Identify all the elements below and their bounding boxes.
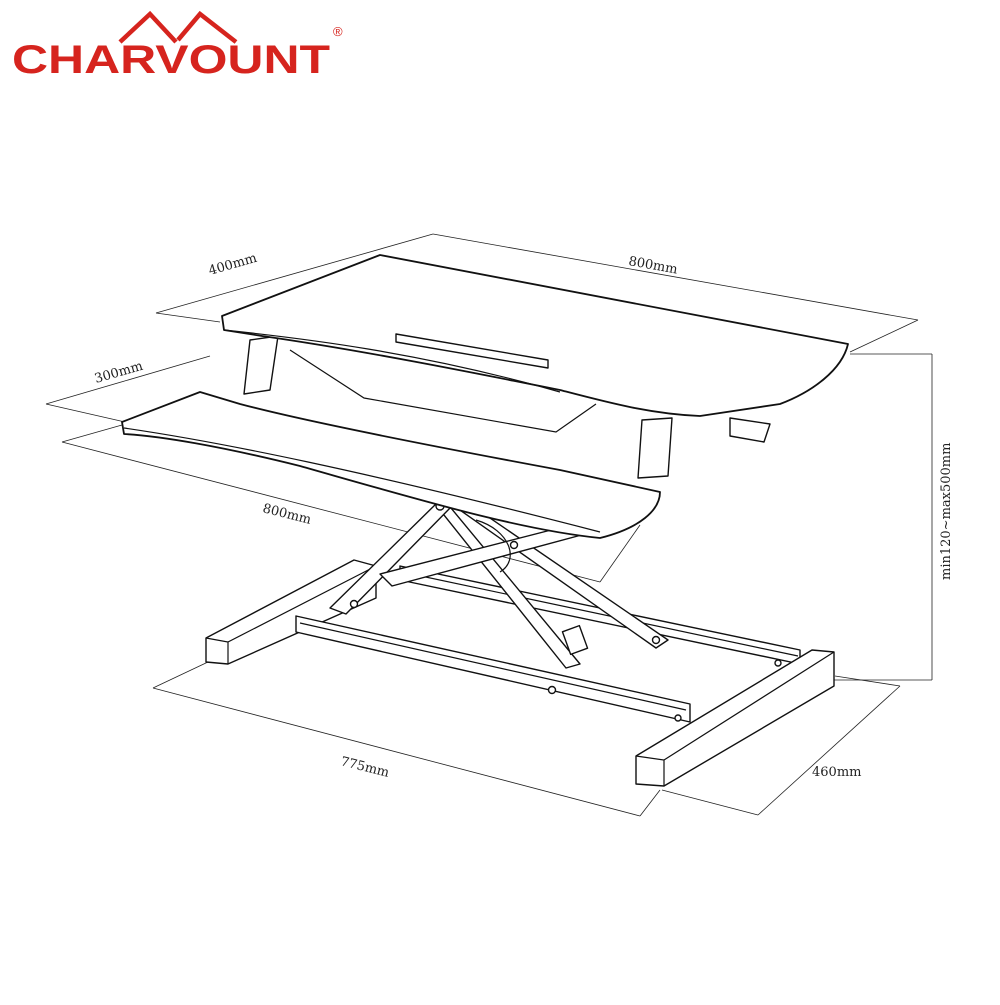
base-left-foot-edges <box>205 565 377 664</box>
base-front-rail <box>295 615 691 723</box>
dim-line-base-left-ext <box>152 661 209 689</box>
base-back-rail <box>399 565 801 665</box>
dim-line-base-width <box>152 687 641 817</box>
keyboard-tray-surface <box>121 391 661 539</box>
registered-mark: ® <box>333 24 343 39</box>
dim-line-base-front-ext <box>639 789 661 817</box>
dim-line-keyboard-right-ext <box>599 524 641 583</box>
dim-line-keyboard-front-ext <box>61 424 123 443</box>
base-back-rail-line <box>401 571 799 657</box>
dim-line-top-depth <box>155 233 434 314</box>
top-worktop <box>221 254 849 417</box>
base-left-foot <box>205 559 377 665</box>
label-top-depth: 400mm <box>207 251 259 279</box>
tablet-slot <box>395 333 549 369</box>
gas-spring-mount <box>561 624 589 656</box>
label-top-width: 800mm <box>627 254 678 277</box>
brand-logo: CHARVOUNT ® <box>12 10 343 82</box>
base-frame <box>205 559 835 787</box>
dim-line-base-depth <box>757 685 901 816</box>
lift-cable <box>475 519 511 573</box>
dim-line-top-width <box>432 233 919 321</box>
pivot-bolt-4 <box>651 635 661 645</box>
dim-line-base-right-ext <box>834 675 901 687</box>
scissor-lift <box>329 491 669 669</box>
base-front-rail-line <box>299 622 687 711</box>
pivot-bolt-3 <box>349 599 359 609</box>
pivot-bolt-2 <box>509 540 519 550</box>
base-bolt-1 <box>547 685 557 695</box>
keyboard-tray <box>121 391 661 539</box>
label-base-depth: 460mm <box>812 765 861 780</box>
base-right-foot-edges <box>635 651 835 786</box>
top-support-right <box>637 417 673 479</box>
brand-name: CHARVOUNT <box>12 38 330 82</box>
base-bolt-2 <box>674 714 682 722</box>
dim-line-base-depth-front <box>661 789 759 816</box>
logo-roof-right <box>176 10 238 44</box>
height-adjust-handle <box>729 417 771 443</box>
top-support-frame <box>289 349 597 433</box>
dim-line-keyboard-depth <box>45 355 211 405</box>
scissor-arm-c <box>329 499 453 615</box>
label-base-width: 775mm <box>339 754 391 781</box>
dim-line-top-left-ext <box>155 312 221 323</box>
dim-line-top-right-ext <box>849 319 919 353</box>
logo-roof-left <box>118 10 178 44</box>
keyboard-tray-edge <box>123 427 601 533</box>
top-worktop-edge <box>223 329 561 393</box>
dim-line-keyboard-ext <box>45 403 126 423</box>
top-support-left <box>243 335 279 395</box>
label-height-range: min120~max500mm <box>939 443 954 580</box>
top-surface <box>221 254 849 479</box>
base-bolt-3 <box>774 659 782 667</box>
